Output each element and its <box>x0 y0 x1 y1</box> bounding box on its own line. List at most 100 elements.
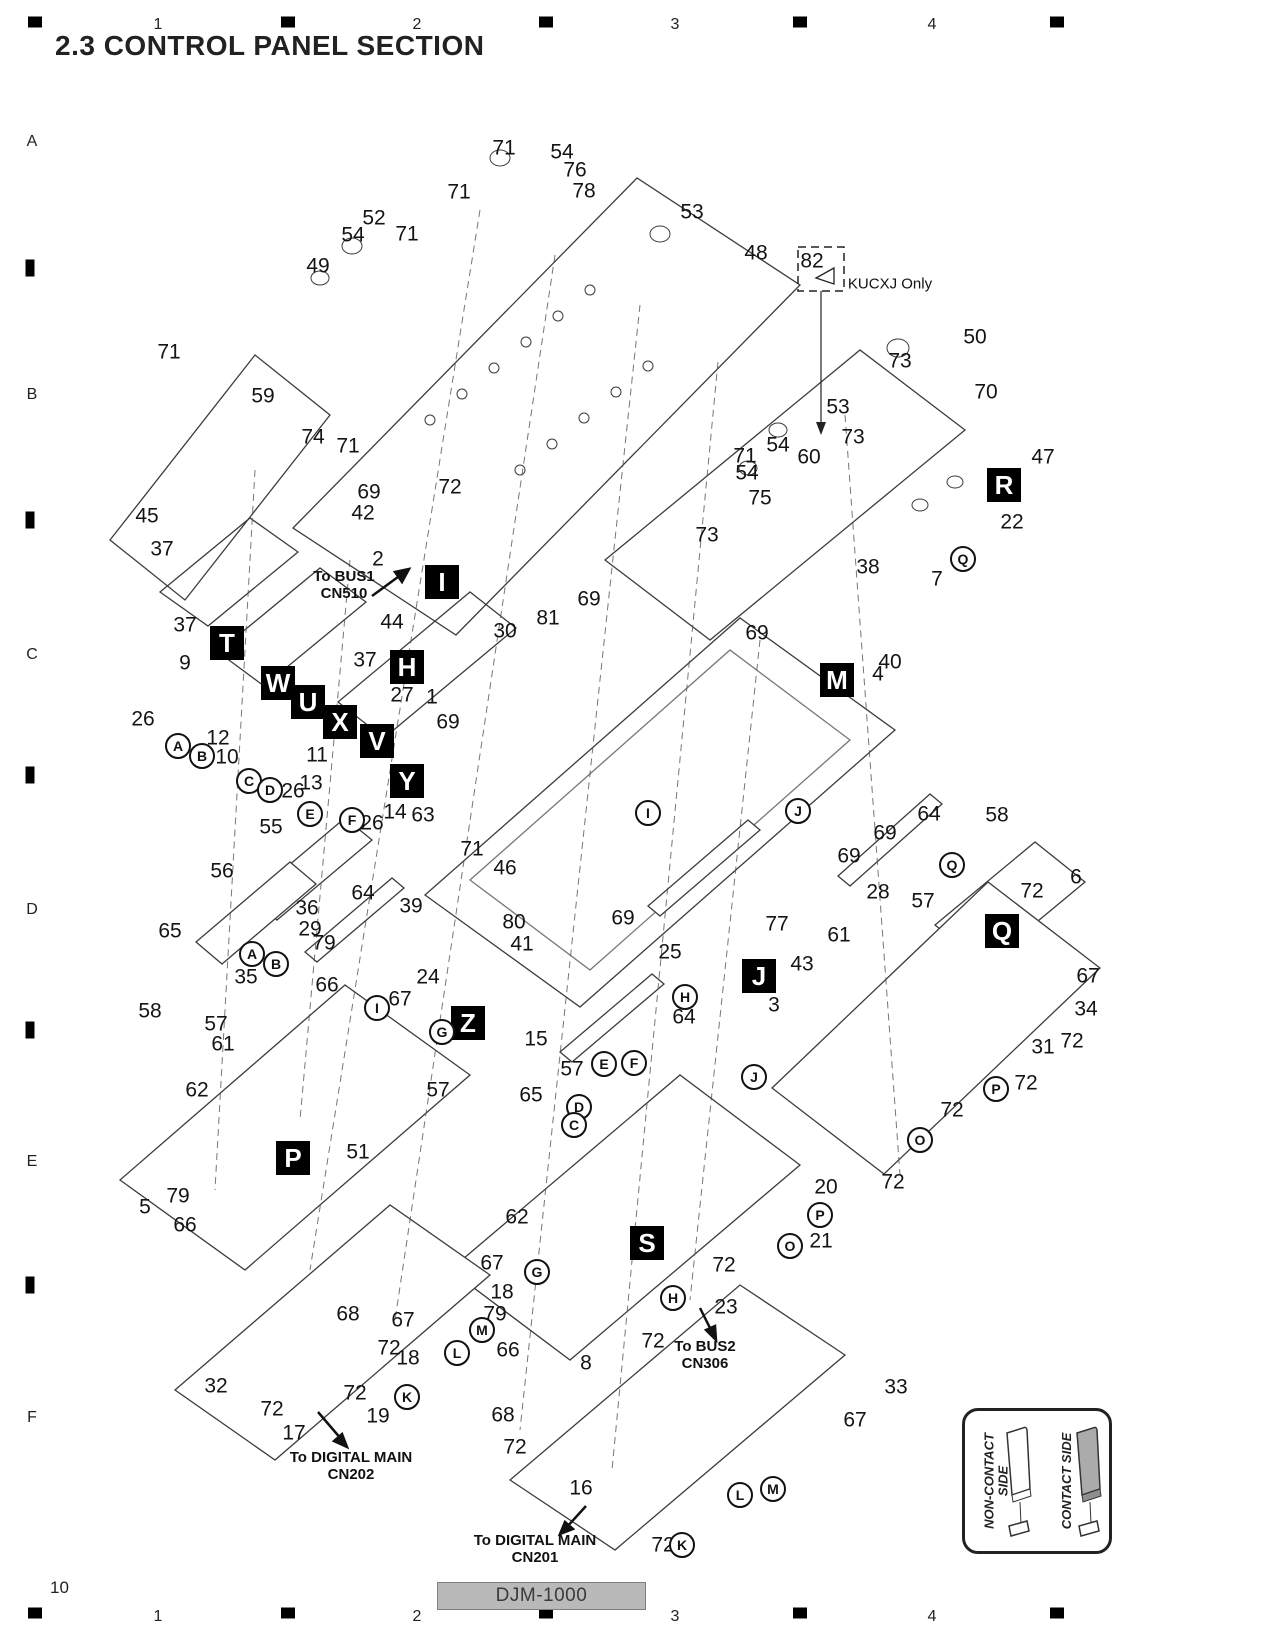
part-number-label: 57 <box>560 1057 584 1081</box>
part-number-label: 67 <box>391 1308 415 1332</box>
ribbon-cable-contact-icon <box>1076 1426 1102 1537</box>
assembly-point-letter: B <box>189 743 215 769</box>
section-letter-box: I <box>425 565 459 599</box>
part-number-label: 69 <box>873 821 897 845</box>
part-number-label: 7 <box>931 567 943 591</box>
assembly-point-letter: B <box>263 951 289 977</box>
part-number-label: 57 <box>911 889 935 913</box>
part-number-label: 82 <box>800 249 824 273</box>
legend-item-contact: CONTACT SIDE <box>1037 1419 1107 1543</box>
part-number-label: 49 <box>306 254 330 278</box>
assembly-point-letter: K <box>669 1532 695 1558</box>
part-number-label: 64 <box>917 802 941 826</box>
section-letter-box: P <box>276 1141 310 1175</box>
section-letter-box: Z <box>451 1006 485 1040</box>
part-number-label: 62 <box>505 1205 529 1229</box>
grid-square-mark <box>1050 1607 1064 1619</box>
part-number-label: 73 <box>841 425 865 449</box>
part-number-label: 57 <box>204 1012 228 1036</box>
grid-square-mark <box>281 16 295 28</box>
part-number-label: 72 <box>881 1170 905 1194</box>
part-number-label: 76 <box>563 158 587 182</box>
part-number-label: 53 <box>826 395 850 419</box>
part-number-label: 66 <box>496 1338 520 1362</box>
section-letter-box: T <box>210 626 244 660</box>
part-number-label: 29 <box>298 917 322 941</box>
part-number-label: 55 <box>259 815 283 839</box>
part-number-label: 68 <box>491 1403 515 1427</box>
part-number-label: 79 <box>166 1184 190 1208</box>
assembly-point-letter: F <box>339 807 365 833</box>
assembly-point-letter: K <box>394 1384 420 1410</box>
part-number-label: 3 <box>768 993 780 1017</box>
assembly-point-letter: P <box>807 1202 833 1228</box>
part-number-label: 27 <box>390 683 414 707</box>
part-number-label: 9 <box>179 651 191 675</box>
section-letter-box: V <box>360 724 394 758</box>
part-number-label: 69 <box>436 710 460 734</box>
connector-note: To DIGITAL MAIN CN201 <box>473 1531 597 1566</box>
part-number-label: 68 <box>336 1302 360 1326</box>
grid-square-mark <box>28 16 42 28</box>
part-number-label: 81 <box>536 606 560 630</box>
assembly-point-letter: H <box>672 984 698 1010</box>
grid-column-number: 4 <box>927 16 937 33</box>
grid-column-number: 3 <box>670 16 680 33</box>
part-number-label: 32 <box>204 1374 228 1398</box>
assembly-point-letter: A <box>239 941 265 967</box>
part-number-label: 72 <box>940 1098 964 1122</box>
assembly-point-letter: G <box>429 1019 455 1045</box>
grid-square-mark <box>793 1607 807 1619</box>
part-number-label: 61 <box>211 1032 235 1056</box>
part-number-label: 73 <box>888 349 912 373</box>
grid-square-mark <box>539 1607 553 1619</box>
part-number-label: 71 <box>447 180 471 204</box>
part-number-label: 26 <box>131 707 155 731</box>
part-number-label: 18 <box>490 1280 514 1304</box>
part-number-label: 72 <box>377 1336 401 1360</box>
page-title: 2.3 CONTROL PANEL SECTION <box>55 30 485 61</box>
part-number-label: 72 <box>1014 1071 1038 1095</box>
assembly-point-letter: G <box>524 1259 550 1285</box>
part-number-label: 72 <box>260 1397 284 1421</box>
grid-row-letter: D <box>26 901 38 918</box>
part-number-label: 35 <box>234 965 258 989</box>
assembly-point-letter: C <box>561 1112 587 1138</box>
part-number-label: 47 <box>1031 445 1055 469</box>
part-number-label: 26 <box>281 779 305 803</box>
part-number-label: 20 <box>814 1175 838 1199</box>
assembly-point-letter: L <box>727 1482 753 1508</box>
assembly-point-letter: O <box>907 1127 933 1153</box>
assembly-point-letter: E <box>297 801 323 827</box>
part-number-label: 52 <box>362 206 386 230</box>
part-number-label: 36 <box>295 896 319 920</box>
part-number-label: 41 <box>510 932 534 956</box>
part-number-label: 42 <box>351 501 375 525</box>
legend-item-noncontact: NON-CONTACT SIDE <box>967 1419 1037 1543</box>
part-number-label: 11 <box>306 743 328 767</box>
section-letter-box: S <box>630 1226 664 1260</box>
part-number-label: 62 <box>185 1078 209 1102</box>
part-number-label: 40 <box>878 650 902 674</box>
part-number-label: 80 <box>502 910 526 934</box>
part-number-label: 14 <box>383 800 407 824</box>
part-number-label: 58 <box>138 999 162 1023</box>
grid-column-number: 2 <box>412 16 422 33</box>
grid-row-letter: E <box>26 1153 38 1170</box>
part-number-label: 72 <box>641 1329 665 1353</box>
grid-column-number: 4 <box>927 1608 937 1625</box>
part-number-label: 18 <box>396 1346 420 1370</box>
section-letter-box: H <box>390 650 424 684</box>
part-number-label: 6 <box>1070 865 1082 889</box>
part-number-label: 74 <box>301 425 325 449</box>
cable-orientation-legend: NON-CONTACT SIDE CONTACT SIDE <box>962 1408 1112 1554</box>
part-number-label: 64 <box>672 1005 696 1029</box>
part-number-label: 60 <box>797 445 821 469</box>
assembly-point-letter: E <box>591 1051 617 1077</box>
section-letter-box: R <box>987 468 1021 502</box>
part-number-label: 1 <box>426 685 438 709</box>
part-number-label: 75 <box>748 486 772 510</box>
grid-tick-mark <box>25 766 35 784</box>
connector-note: KUCXJ Only <box>847 275 933 293</box>
